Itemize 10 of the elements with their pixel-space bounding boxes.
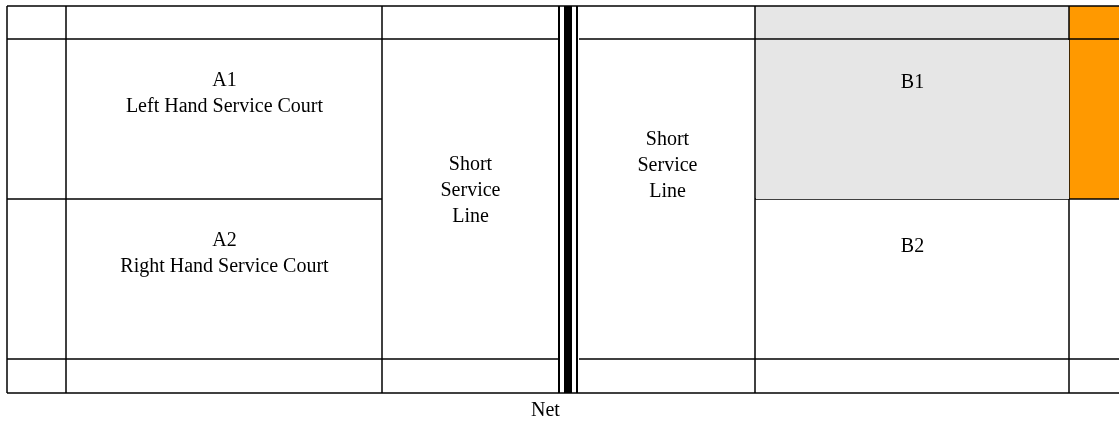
court-name: Left Hand Service Court — [125, 93, 324, 118]
line-label: Short Service Line — [636, 126, 699, 203]
court-name: Right Hand Service Court — [120, 253, 329, 278]
court-code: B1 — [900, 69, 925, 94]
net-label: Net — [531, 398, 560, 420]
court-code: A1 — [212, 67, 237, 92]
line-label: Short Service Line — [439, 151, 502, 228]
court-code: A2 — [212, 227, 237, 252]
service-court — [756, 40, 1069, 199]
court-code: B2 — [900, 233, 925, 258]
